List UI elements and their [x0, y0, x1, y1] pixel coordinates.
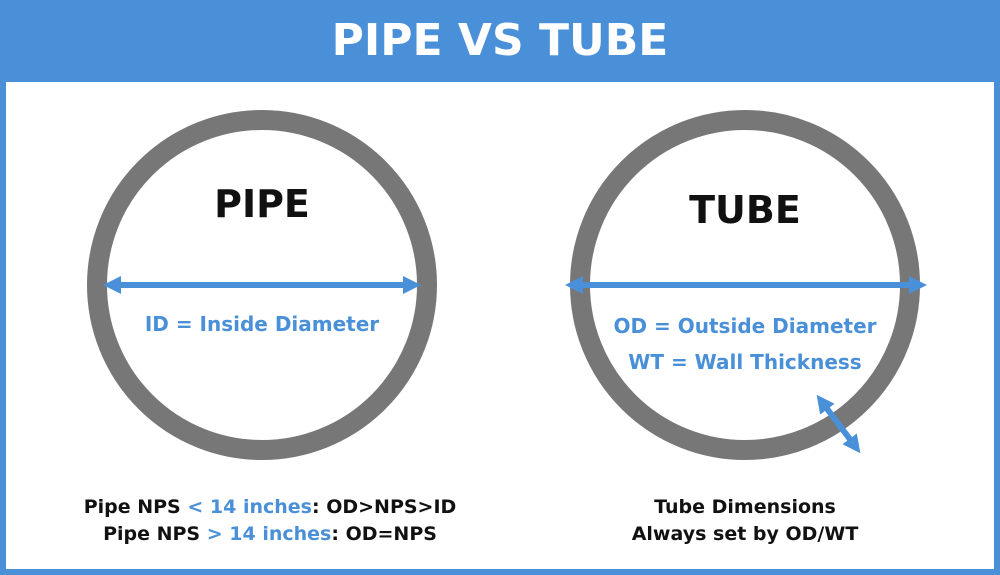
tube-label: TUBE	[689, 188, 801, 232]
pipe-ring	[87, 110, 437, 460]
page-title: PIPE VS TUBE	[331, 15, 669, 66]
pipe-notes: Pipe NPS < 14 inches: OD>NPS>ID Pipe NPS…	[40, 494, 500, 548]
pipe-note-prefix: Pipe NPS	[83, 496, 188, 518]
pipe-note-line: Pipe NPS < 14 inches: OD>NPS>ID	[40, 494, 500, 521]
pipe-note-suffix: : OD=NPS	[331, 523, 437, 545]
pipe-note-highlight: < 14 inches	[187, 496, 312, 518]
pipe-id-label: ID = Inside Diameter	[144, 312, 380, 336]
pipe-note-highlight: > 14 inches	[206, 523, 332, 545]
pipe-note-prefix: Pipe NPS	[103, 523, 207, 545]
tube-wt-label: WT = Wall Thickness	[628, 350, 862, 374]
tube-wt-arrow	[816, 394, 861, 454]
pipe-note-suffix: : OD>NPS>ID	[311, 496, 457, 518]
pipe-note-line: Pipe NPS > 14 inches: OD=NPS	[40, 521, 500, 548]
pipe-label: PIPE	[214, 182, 310, 226]
tube-note-line: Always set by OD/WT	[631, 523, 859, 545]
title-bar: PIPE VS TUBE	[0, 0, 1000, 82]
tube-note-line: Tube Dimensions	[654, 496, 836, 518]
tube-od-label: OD = Outside Diameter	[613, 314, 877, 338]
tube-notes: Tube Dimensions Always set by OD/WT	[560, 494, 930, 548]
